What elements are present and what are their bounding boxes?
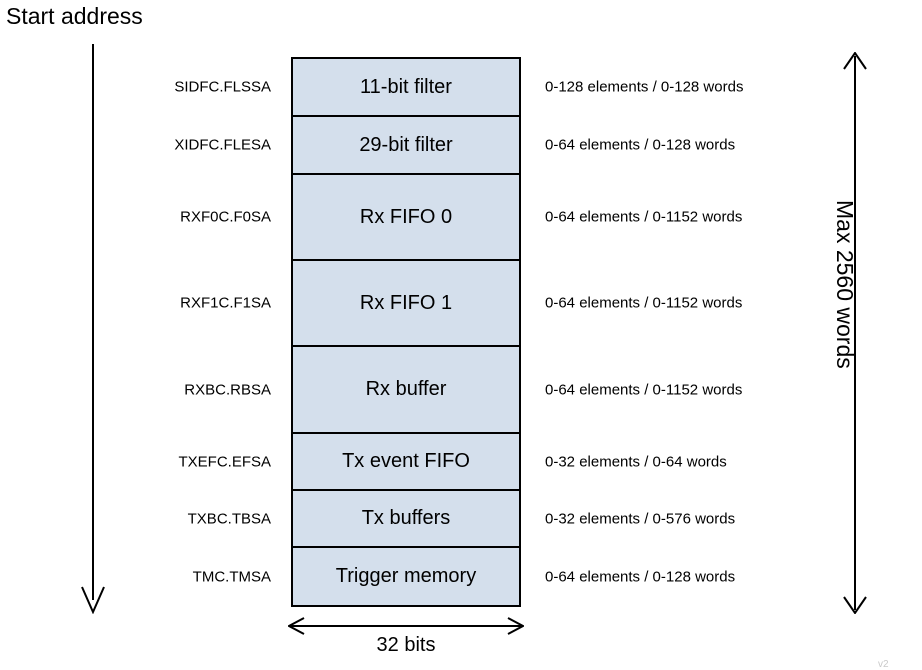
register-name: RXBC.RBSA [184, 381, 271, 398]
region-label: Rx FIFO 1 [359, 291, 453, 314]
region-label: Rx buffer [365, 378, 447, 400]
region-size: 0-64 elements / 0-1152 words [545, 294, 743, 312]
register-name: XIDFC.FLESA [174, 136, 271, 154]
region-label: Rx FIFO 0 [359, 205, 453, 228]
bit-width-label: 32 bits [376, 634, 436, 656]
region-size: 0-64 elements / 0-128 words [545, 568, 736, 585]
region-label: Tx buffers [361, 507, 451, 529]
register-name: RXF0C.F0SA [180, 208, 271, 226]
bit-width-arrow-icon [286, 617, 526, 635]
region-size: 0-128 elements / 0-128 words [545, 78, 744, 96]
max-words-arrow [838, 51, 872, 615]
table-row: TXBC.TBSA Tx buffers 0-32 elements / 0-5… [188, 491, 735, 548]
start-address-arrow [76, 44, 110, 615]
region-label: 29-bit filter [359, 133, 453, 156]
bit-width-arrow [286, 617, 526, 635]
table-row: TMC.TMSA Trigger memory 0-64 elements / … [193, 548, 735, 605]
region-size: 0-32 elements / 0-64 words [545, 453, 727, 470]
table-row: SIDFC.FLSSA 11-bit filter 0-128 elements… [174, 59, 743, 117]
region-label: 11-bit filter [360, 75, 452, 98]
region-label: Tx event FIFO [342, 450, 470, 472]
table-row: RXBC.RBSA Rx buffer 0-64 elements / 0-11… [184, 347, 742, 434]
table-row: TXEFC.EFSA Tx event FIFO 0-32 elements /… [178, 434, 727, 491]
register-name: TXEFC.EFSA [178, 453, 271, 470]
table-row: RXF0C.F0SA Rx FIFO 0 0-64 elements / 0-1… [180, 175, 742, 261]
register-name: SIDFC.FLSSA [174, 78, 271, 96]
max-words-arrow-icon [843, 51, 867, 615]
register-name: TMC.TMSA [192, 568, 271, 585]
page-title: Start address [6, 3, 143, 29]
max-words-label: Max 2560 words [832, 200, 858, 369]
region-size: 0-64 elements / 0-1152 words [545, 381, 743, 398]
register-name: RXF1C.F1SA [180, 294, 271, 312]
region-label: Trigger memory [335, 565, 477, 587]
corner-watermark: v2 [878, 659, 889, 670]
memory-map-table: SIDFC.FLSSA 11-bit filter 0-128 elements… [174, 57, 743, 607]
region-size: 0-64 elements / 0-128 words [545, 136, 736, 154]
table-row: XIDFC.FLESA 29-bit filter 0-64 elements … [174, 117, 735, 175]
region-size: 0-32 elements / 0-576 words [545, 510, 736, 527]
register-name: TXBC.TBSA [187, 510, 271, 527]
table-row: RXF1C.F1SA Rx FIFO 1 0-64 elements / 0-1… [180, 261, 742, 347]
region-size: 0-64 elements / 0-1152 words [545, 208, 743, 226]
start-address-arrow-icon [81, 44, 105, 615]
